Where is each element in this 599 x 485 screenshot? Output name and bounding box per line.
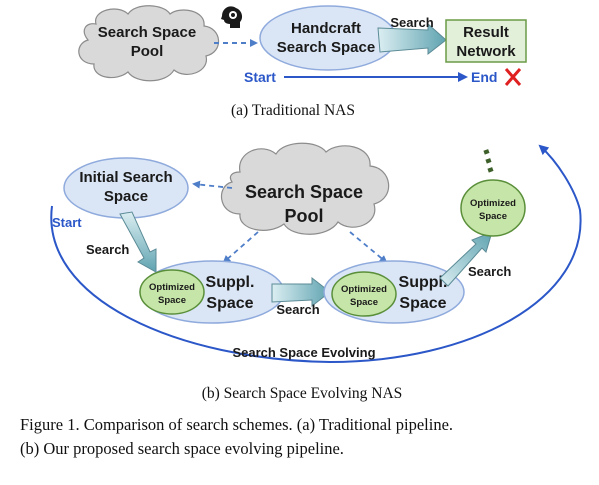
initial-label-line1: Initial Search: [79, 169, 172, 186]
panel-a: Search Space Pool Handcraft Search Space…: [78, 5, 527, 119]
result-label-line2: Network: [456, 43, 516, 60]
handcraft-label-line1: Handcraft: [291, 20, 361, 37]
pool-label-b-line2: Pool: [285, 206, 324, 226]
dashed-arrow-to-initial: [192, 180, 233, 189]
pool-label-b-line1: Search Space: [245, 182, 363, 202]
caption-b: (b) Search Space Evolving NAS: [202, 385, 403, 402]
suppl-label-1-line1: Suppl.: [206, 274, 255, 291]
optimized-label-3-line1: Optimized: [470, 198, 516, 209]
initial-label-line2: Space: [104, 188, 148, 205]
optimized-label-2-line2: Space: [350, 297, 378, 308]
search-arrow-b1: [119, 211, 157, 273]
optimized-ellipse-2: [331, 271, 397, 317]
end-label-a: End: [471, 69, 497, 85]
figure-caption-line1: Figure 1. Comparison of search schemes. …: [20, 415, 454, 434]
pool-label-a-line1: Search Space: [98, 24, 196, 41]
optimized-label-1-line1: Optimized: [149, 282, 195, 293]
evolving-arc: [50, 144, 582, 364]
search-arrow-b2: [271, 276, 331, 308]
optimized-label-3-line2: Space: [479, 211, 507, 222]
search-label-b3: Search: [468, 264, 511, 279]
brain-head-icon: [221, 6, 243, 28]
pool-cloud-b: [220, 142, 390, 235]
start-label-a: Start: [244, 69, 276, 85]
suppl-label-2-line2: Space: [399, 295, 446, 312]
handcraft-label-line2: Search Space: [277, 39, 375, 56]
optimized-ellipse-final: [460, 179, 526, 237]
search-label-b1: Search: [86, 242, 129, 257]
search-label-a: Search: [390, 15, 433, 30]
suppl-label-2-line1: Suppl.: [399, 274, 448, 291]
pool-cloud-a: [78, 5, 220, 82]
figure-caption-line2: (b) Our proposed search space evolving p…: [20, 439, 344, 458]
start-label-b: Start: [52, 215, 82, 230]
dashed-arrow-to-suppl-2: [349, 231, 388, 264]
evolving-label: Search Space Evolving: [232, 345, 375, 360]
search-arrow-a: [377, 22, 447, 56]
result-network-box: [445, 19, 527, 63]
cross-icon: [504, 68, 522, 86]
pool-label-a-line2: Pool: [131, 43, 164, 60]
optimized-ellipse-1: [139, 269, 205, 315]
handcraft-ellipse: [259, 5, 397, 71]
suppl-label-1-line2: Space: [206, 295, 253, 312]
dashed-arrow-to-suppl-1: [222, 231, 259, 264]
search-label-b2: Search: [276, 302, 319, 317]
optimized-label-2-line1: Optimized: [341, 284, 387, 295]
caption-a: (a) Traditional NAS: [231, 102, 355, 119]
optimized-label-1-line2: Space: [158, 295, 186, 306]
panel-b: Start Search Space Evolving Initial Sear…: [50, 142, 582, 402]
search-arrow-b3: [439, 231, 493, 287]
ellipsis-dots-icon: [483, 149, 494, 173]
result-label-line1: Result: [463, 24, 509, 41]
